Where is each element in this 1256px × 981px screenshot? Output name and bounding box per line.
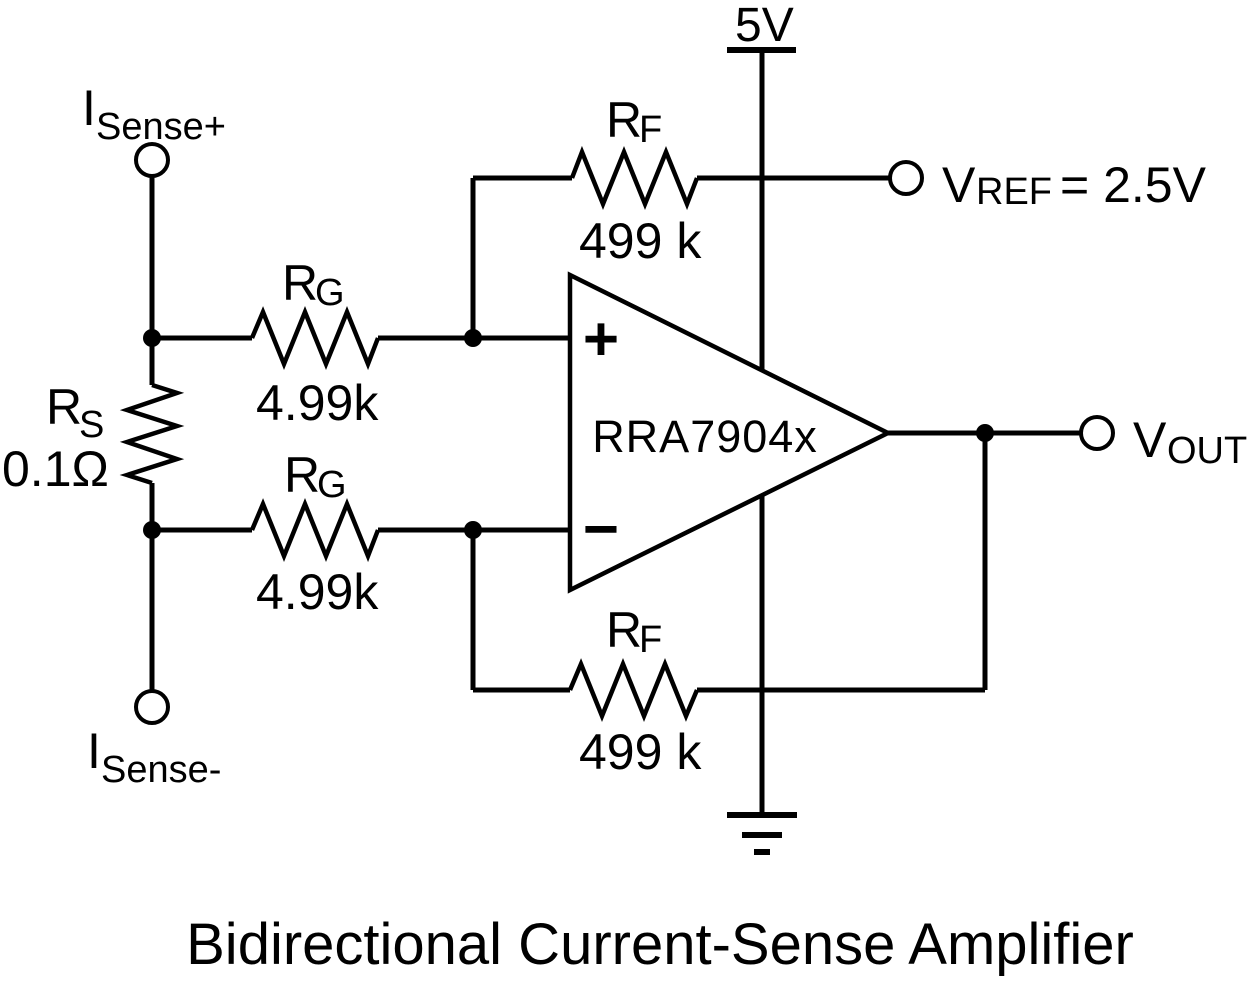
rg-bottom-symbol: R — [284, 447, 320, 503]
wires — [149, 175, 1081, 693]
supply-rail — [727, 47, 796, 815]
rg-top-symbol: R — [282, 255, 318, 311]
rf-top-symbol: R — [606, 92, 642, 148]
rs-symbol: R — [46, 379, 82, 435]
gain-resistor-top-icon — [249, 305, 381, 371]
rs-value: 0.1Ω — [2, 441, 109, 497]
rf-bottom-value: 499 k — [579, 724, 702, 780]
rf-bottom-subscript: F — [639, 619, 662, 661]
isense-minus-label: I Sense- — [87, 723, 221, 791]
isense-plus-symbol: I — [82, 80, 96, 136]
rs-subscript: S — [79, 404, 104, 446]
rf-top-value: 499 k — [579, 213, 702, 269]
rg-top-value: 4.99k — [256, 375, 379, 431]
rf-top-subscript: F — [639, 109, 662, 151]
vref-symbol: V — [942, 157, 976, 213]
gain-resistor-bottom-label: R G 4.99k — [256, 447, 379, 620]
sense-resistor-label: R S 0.1Ω — [2, 379, 109, 497]
rg-bottom-subscript: G — [317, 464, 347, 506]
junction-dot-isense-minus-node — [143, 521, 161, 539]
rf-bottom-symbol: R — [606, 602, 642, 658]
feedback-resistor-top-label: R F 499 k — [579, 92, 702, 269]
opamp-minus-input-label: − — [583, 495, 619, 564]
vref-value: = 2.5V — [1060, 157, 1207, 213]
vout-symbol: V — [1133, 412, 1167, 468]
junction-dot-isense-plus-node — [143, 329, 161, 347]
supply-voltage-label: 5V — [735, 0, 794, 52]
vref-label: V REF = 2.5V — [942, 157, 1207, 213]
isense-minus-symbol: I — [87, 723, 101, 779]
sense-resistor-icon — [119, 382, 185, 486]
vout-terminal-icon — [1079, 415, 1115, 451]
isense-minus-subscript: Sense- — [101, 749, 221, 791]
vref-subscript: REF — [976, 171, 1052, 213]
feedback-resistor-bottom-icon — [567, 657, 700, 723]
isense-plus-terminal-icon — [134, 142, 170, 178]
vref-terminal-icon — [888, 160, 924, 196]
vout-subscript: OUT — [1167, 430, 1247, 472]
vout-label: V OUT — [1133, 412, 1247, 472]
junction-dot-inverting-node — [464, 521, 482, 539]
isense-plus-label: I Sense+ — [82, 80, 226, 148]
feedback-resistor-top-icon — [569, 145, 700, 211]
rg-bottom-value: 4.99k — [256, 564, 379, 620]
junction-dot-noninverting-node — [464, 329, 482, 347]
opamp-plus-input-label: + — [583, 305, 619, 374]
gain-resistor-top-label: R G 4.99k — [256, 255, 379, 431]
feedback-resistor-bottom-label: R F 499 k — [579, 602, 702, 780]
gain-resistor-bottom-icon — [249, 497, 381, 563]
isense-plus-subscript: Sense+ — [96, 106, 226, 148]
opamp-triangle-icon — [567, 271, 894, 594]
isense-minus-terminal-icon — [134, 689, 170, 725]
earth-ground-icon — [727, 812, 797, 855]
rg-top-subscript: G — [315, 272, 345, 314]
figure-title: Bidirectional Current-Sense Amplifier — [186, 912, 1134, 977]
junction-dot-output-node — [976, 424, 994, 442]
opamp-part-number: RRA7904x — [592, 411, 818, 462]
